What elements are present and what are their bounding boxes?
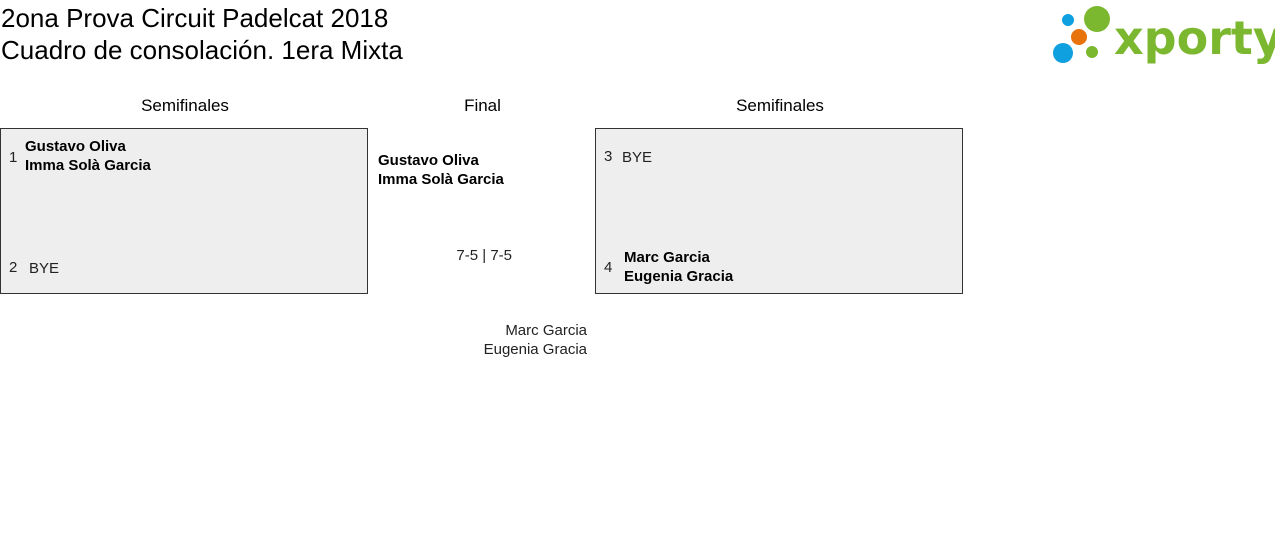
team-name: BYE bbox=[29, 260, 60, 277]
page-subtitle: Cuadro de consolación. 1era Mixta bbox=[1, 35, 403, 65]
seed-number: 3 bbox=[604, 148, 613, 165]
team-name: BYE bbox=[622, 149, 653, 166]
seed-number: 2 bbox=[9, 259, 18, 276]
seed-number: 1 bbox=[9, 149, 18, 166]
round-header-left: Semifinales bbox=[141, 96, 229, 115]
final-score: 7-5 | 7-5 bbox=[456, 247, 512, 264]
xporty-logo: xporty bbox=[1050, 4, 1280, 66]
round-header-right: Semifinales bbox=[736, 96, 824, 115]
page-title: 2ona Prova Circuit Padelcat 2018 bbox=[1, 3, 389, 33]
seed-number: 4 bbox=[604, 259, 613, 276]
round-header-final: Final bbox=[464, 96, 501, 115]
svg-text:xporty: xporty bbox=[1114, 11, 1275, 65]
